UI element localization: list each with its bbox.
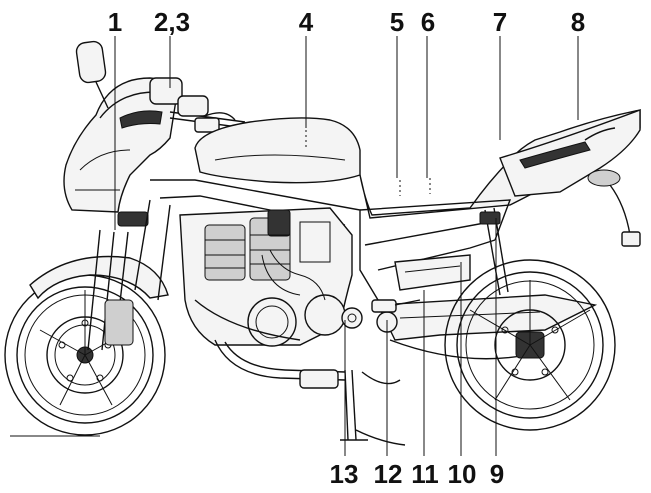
side-cover	[394, 254, 471, 291]
callout-12: 12	[374, 459, 403, 489]
front-fairing	[63, 77, 177, 213]
exhaust	[214, 339, 346, 389]
callout-2-3: 2,3	[154, 7, 190, 37]
callout-labels: 1 2,3 4 5 6 7 8 13 12 11 10 9	[108, 7, 585, 489]
fuel-tank	[194, 117, 361, 184]
front-fork	[87, 211, 149, 351]
callout-9: 9	[490, 459, 504, 489]
callout-6: 6	[421, 7, 435, 37]
rear-wheel	[444, 259, 616, 431]
motorcycle-illustration	[4, 40, 641, 446]
callout-4: 4	[299, 7, 314, 37]
callout-7: 7	[493, 7, 507, 37]
mirror	[75, 40, 109, 109]
callout-8: 8	[571, 7, 585, 37]
front-fender	[29, 255, 169, 300]
callout-1: 1	[108, 7, 122, 37]
footrest	[371, 299, 421, 313]
callout-10: 10	[448, 459, 477, 489]
front-wheel	[4, 274, 166, 436]
tail-cowl	[499, 108, 641, 247]
engine	[179, 207, 353, 347]
leader-lines	[114, 36, 579, 456]
swing-arm	[341, 294, 598, 341]
side-stand	[340, 369, 406, 446]
callout-13: 13	[330, 459, 359, 489]
callout-5: 5	[390, 7, 404, 37]
callout-11: 11	[411, 459, 439, 489]
